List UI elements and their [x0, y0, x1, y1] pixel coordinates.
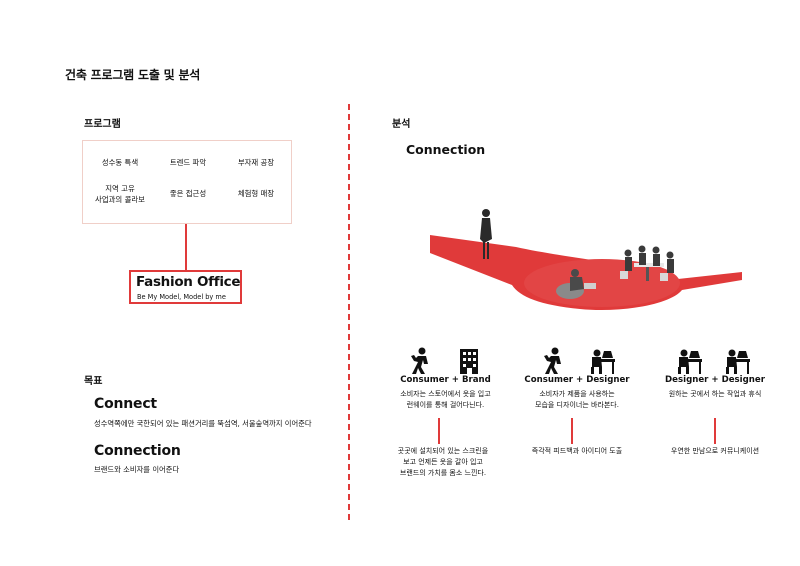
walking-person-icon: [411, 348, 428, 375]
designer-designer-icons: [676, 347, 756, 375]
analysis-column-result: 즉각적 피드백과 아이디어 도출: [512, 446, 642, 457]
analysis-column-title: Consumer + Designer: [522, 375, 632, 385]
goal-description: 성수역쪽에만 국한되어 있는 패션거리를 뚝섬역, 서울숲역까지 이어준다: [94, 419, 312, 429]
consumer-designer-icons: [541, 347, 619, 375]
designer-desk-icon: [678, 350, 702, 375]
analysis-column-result: 우연한 만남으로 커뮤니케이션: [650, 446, 780, 457]
analysis-column-title: Designer + Designer: [660, 375, 770, 385]
goal-title: Connection: [94, 443, 181, 459]
analysis-title: Connection: [406, 142, 485, 157]
program-connector-line: [185, 224, 187, 272]
analysis-column-connector: [571, 418, 573, 444]
analysis-column-result: 곳곳에 설치되어 있는 스크린을 보고 언제든 옷을 갈아 입고 브랜드의 가치…: [378, 446, 508, 479]
program-box: 성수동 특색 트렌드 파악 부자재 공장 지역 고유 사업과의 콜라보 좋은 접…: [82, 140, 292, 224]
goal-title: Connect: [94, 396, 157, 412]
dashed-divider: [348, 104, 350, 520]
fashion-office-subtitle: Be My Model, Model by me: [137, 293, 226, 301]
designer-desk-icon: [726, 350, 750, 375]
program-item: 부자재 공장: [221, 157, 291, 168]
goal-description: 브랜드와 소비자를 이어준다: [94, 465, 179, 475]
building-icon: [460, 349, 478, 374]
program-item: 트렌드 파악: [153, 157, 223, 168]
fashion-office-box: Fashion Office Be My Model, Model by me: [129, 270, 242, 304]
program-item: 지역 고유 사업과의 콜라보: [85, 183, 155, 205]
page-title: 건축 프로그램 도출 및 분석: [65, 66, 200, 83]
analysis-column-description: 소비자는 스토어에서 옷을 입고 런웨이를 통해 걸어다닌다.: [383, 389, 508, 411]
runway-illustration: [420, 195, 750, 320]
designer-desk-icon: [591, 350, 615, 375]
analysis-section-label: 분석: [392, 115, 410, 130]
goal-section-label: 목표: [84, 372, 102, 387]
program-section-label: 프로그램: [84, 115, 121, 130]
program-item: 체험형 매장: [221, 188, 291, 199]
fashion-office-title: Fashion Office: [136, 274, 240, 290]
consumer-brand-icons: [408, 347, 486, 375]
analysis-column-title: Consumer + Brand: [393, 375, 498, 385]
analysis-column-description: 소비자가 제품을 사용하는 모습을 디자이너는 바라본다.: [512, 389, 642, 411]
analysis-column-connector: [714, 418, 716, 444]
analysis-column-connector: [438, 418, 440, 444]
program-item: 좋은 접근성: [153, 188, 223, 199]
analysis-column-description: 원하는 곳에서 하는 작업과 휴식: [650, 389, 780, 400]
program-item: 성수동 특색: [85, 157, 155, 168]
walking-person-icon: [544, 348, 561, 375]
